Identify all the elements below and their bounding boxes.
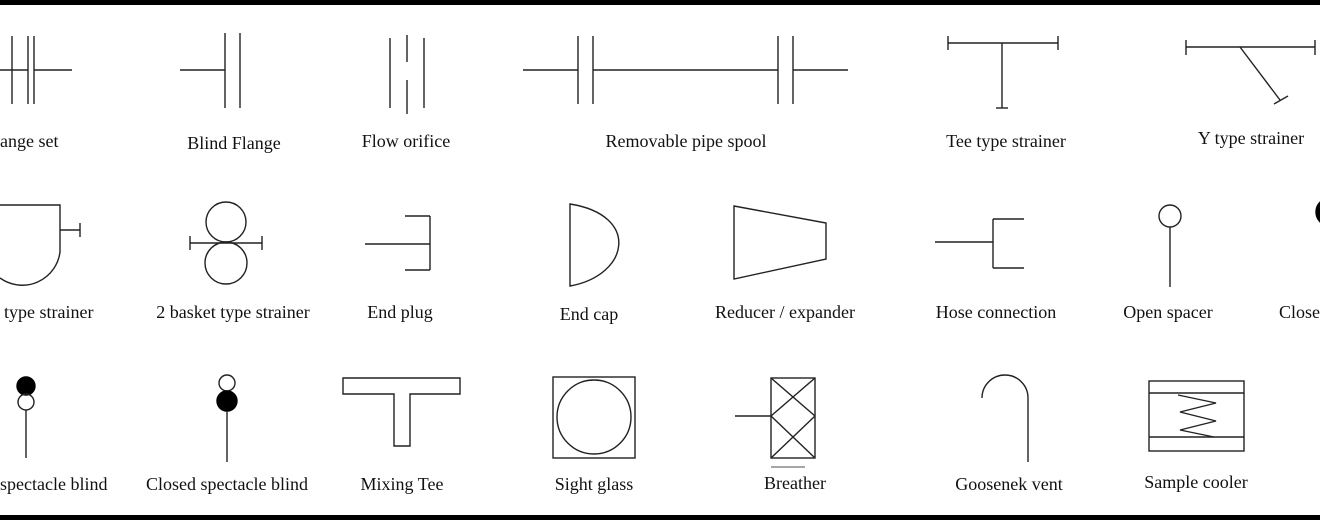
end-plug-symbol xyxy=(365,215,431,271)
removable-pipe-spool-label: Removable pipe spool xyxy=(605,131,767,151)
hose-connection-label: Hose connection xyxy=(935,302,1057,322)
flow-orifice-label: Flow orifice xyxy=(361,131,451,151)
reducer-expander-symbol xyxy=(733,205,827,280)
goosenek-vent-symbol xyxy=(981,374,1029,462)
tee-type-strainer-label: Tee type strainer xyxy=(946,131,1066,151)
mixing-tee-label: Mixing Tee xyxy=(360,474,444,494)
sample-cooler-label: Sample cooler xyxy=(1144,472,1248,492)
breather-symbol xyxy=(735,377,816,468)
closed-spacer-symbol xyxy=(1315,201,1320,223)
two-basket-type-strainer-label: 2 basket type strainer xyxy=(156,302,310,322)
sight-glass-label: Sight glass xyxy=(554,474,634,494)
open-spectacle-blind-label: spectacle blind xyxy=(0,474,108,494)
open-spacer-symbol xyxy=(1158,204,1182,287)
flow-orifice-symbol xyxy=(389,35,425,114)
flange-set-label: ange set xyxy=(0,131,59,151)
goosenek-vent-label: Goosenek vent xyxy=(955,474,1063,494)
open-spectacle-blind-symbol xyxy=(16,376,36,458)
y-type-strainer-label: Y type strainer xyxy=(1197,128,1305,148)
reducer-expander-label: Reducer / expander xyxy=(715,302,855,322)
sample-cooler-symbol xyxy=(1148,380,1245,452)
hose-connection-symbol xyxy=(935,218,1024,269)
end-cap-symbol xyxy=(569,203,620,287)
open-spacer-label: Open spacer xyxy=(1123,302,1213,322)
closed-spectacle-blind-symbol xyxy=(216,374,238,462)
closed-spacer-label: Close xyxy=(1278,302,1320,322)
removable-pipe-spool-symbol xyxy=(523,36,848,104)
basket-type-strainer-label: type strainer xyxy=(4,302,94,322)
end-cap-label: End cap xyxy=(559,304,619,324)
sight-glass-symbol xyxy=(552,376,636,459)
two-basket-type-strainer-symbol xyxy=(189,201,263,285)
tee-type-strainer-symbol xyxy=(947,36,1059,109)
basket-type-strainer-symbol xyxy=(0,204,81,286)
y-type-strainer-symbol xyxy=(1185,40,1316,105)
end-plug-label: End plug xyxy=(367,302,433,322)
breather-label: Breather xyxy=(764,473,826,493)
closed-spectacle-blind-label: Closed spectacle blind xyxy=(146,474,308,494)
blind-flange-label: Blind Flange xyxy=(187,133,281,153)
mixing-tee-symbol xyxy=(342,377,461,447)
blind-flange-symbol xyxy=(180,33,241,108)
flange-set-symbol xyxy=(0,36,72,104)
